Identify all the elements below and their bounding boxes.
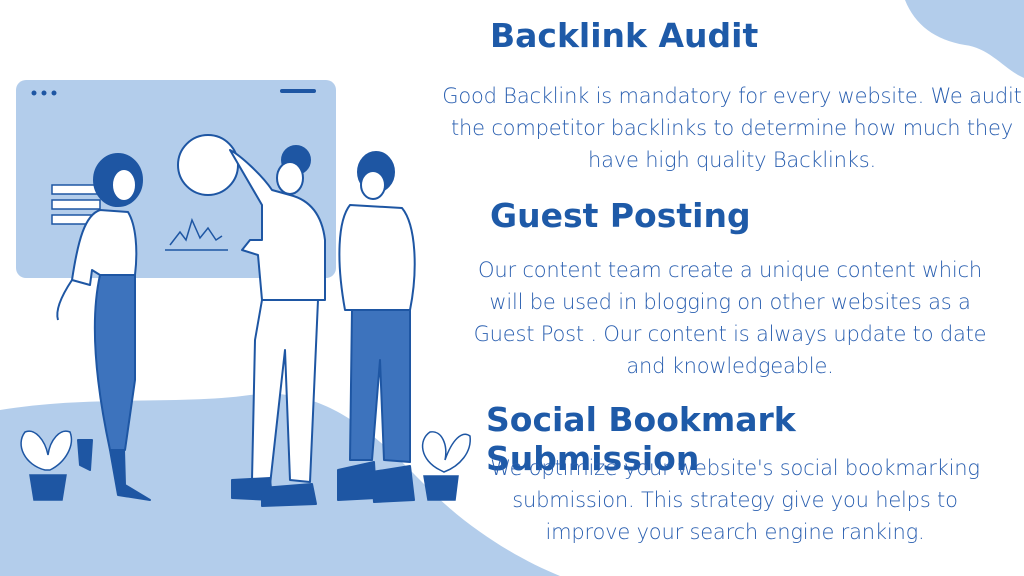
man-pointing-figure-icon xyxy=(229,145,326,507)
potted-plant-left-icon xyxy=(20,430,72,501)
woman-figure-icon xyxy=(56,153,151,501)
backlink-audit-heading: Backlink Audit xyxy=(490,16,759,55)
pie-chart-circle-icon xyxy=(177,134,239,196)
potted-plant-right-icon xyxy=(421,431,471,501)
social-bookmark-body: We optimize your website's social bookma… xyxy=(490,456,980,544)
man-thinking-figure-icon xyxy=(337,151,416,503)
guest-posting-body: Our content team create a unique content… xyxy=(473,258,987,378)
social-bookmark-heading: Social Bookmark Submission xyxy=(486,400,796,478)
top-right-blob xyxy=(905,0,1024,78)
line-chart-icon xyxy=(169,217,223,246)
guest-posting-heading: Guest Posting xyxy=(490,196,751,235)
bottom-left-blob xyxy=(0,393,560,576)
backlink-audit-body: Good Backlink is mandatory for every web… xyxy=(442,84,1022,172)
